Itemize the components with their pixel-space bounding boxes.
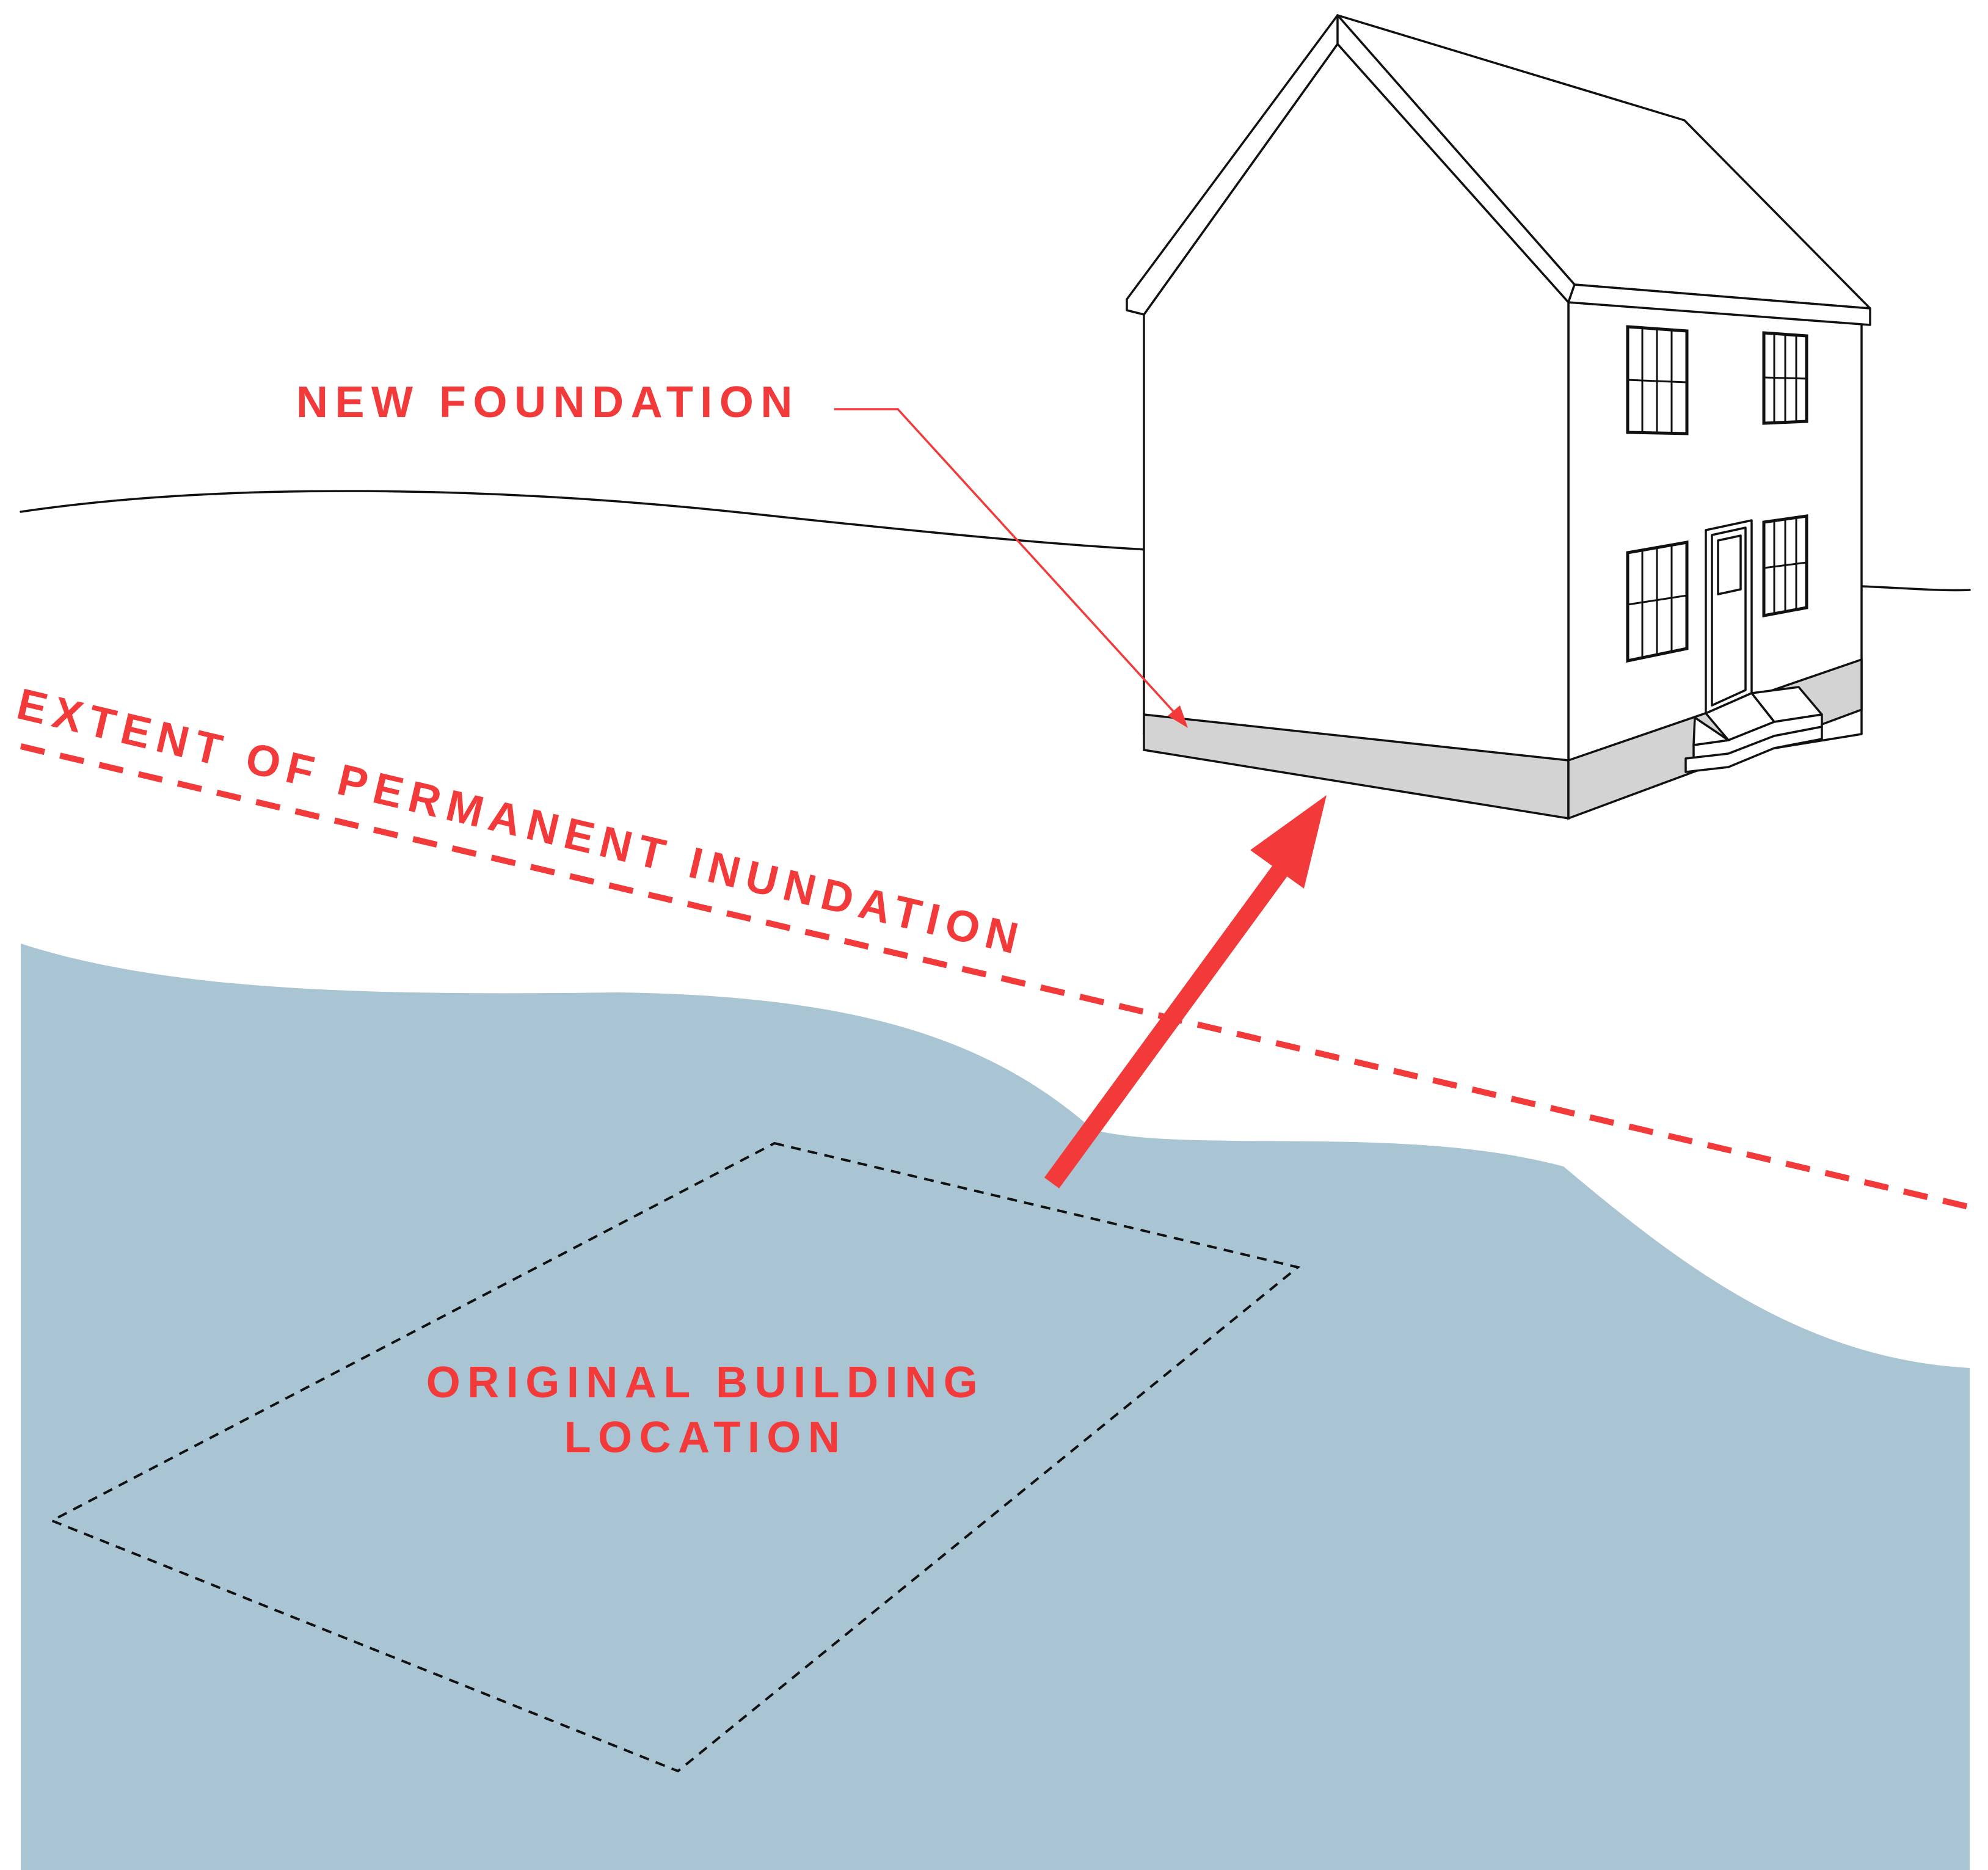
relocation-arrow (1044, 795, 1327, 1188)
front-steps (1684, 686, 1823, 773)
horizon-line-left (20, 490, 1148, 551)
front-door (1705, 519, 1753, 715)
inundation-extent-line (20, 743, 1980, 1212)
window-lower-right (1762, 514, 1808, 618)
original-building-label-line1: ORIGINAL BUILDING (426, 1358, 985, 1407)
original-building-label-line2: LOCATION (564, 1413, 847, 1462)
window-upper-left (1626, 325, 1689, 435)
original-building-outline (49, 1141, 1301, 1773)
window-lower-left (1626, 540, 1689, 663)
window-upper-right (1762, 331, 1808, 425)
new-foundation-leader (834, 408, 1188, 728)
new-foundation-label: NEW FOUNDATION (296, 378, 799, 427)
house-illustration (1126, 14, 1871, 820)
horizon-line-right (1860, 585, 1971, 592)
water-area (21, 944, 1970, 1870)
inundation-extent-label: EXTENT OF PERMANENT INUNDATION (12, 680, 1029, 965)
